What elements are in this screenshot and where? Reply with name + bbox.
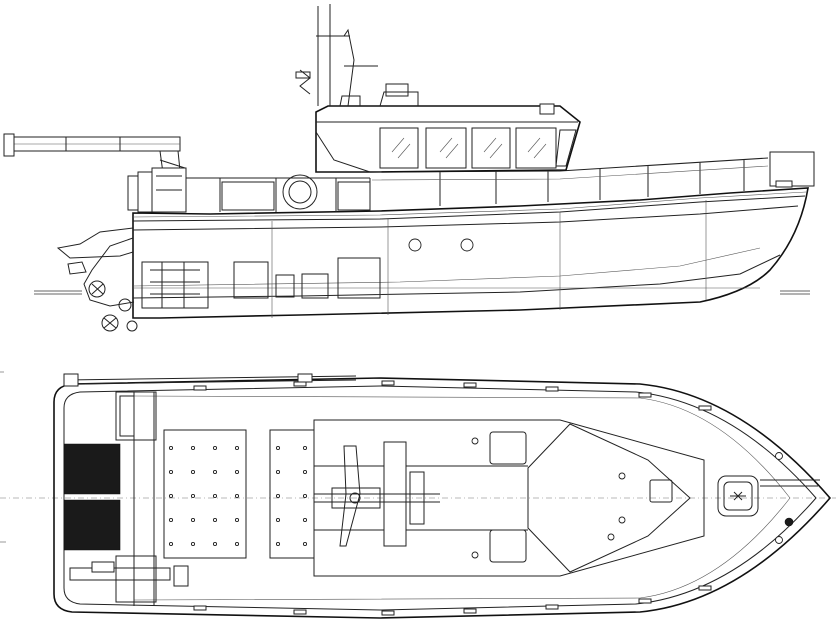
deck-cleat: [464, 609, 476, 613]
hatch-bolt: [235, 518, 238, 521]
hatch-bolt: [276, 518, 279, 521]
hull-hatch: [338, 258, 380, 298]
hatch-bolt: [276, 542, 279, 545]
hatch-bolt: [169, 470, 172, 473]
hatch-bolt: [276, 446, 279, 449]
deck-cleat: [699, 406, 711, 410]
roof-hatch: [650, 480, 672, 502]
deck-cleat: [546, 387, 558, 391]
foredeck-hatch: [718, 476, 758, 516]
hatch-bolt: [213, 446, 216, 449]
deck-cleat: [382, 381, 394, 385]
hull-hatch: [276, 275, 294, 297]
porthole: [461, 239, 473, 251]
hatch-bolt: [213, 542, 216, 545]
hull-side: [133, 188, 808, 318]
deck-cleat: [639, 599, 651, 603]
wheelhouse-window: [426, 128, 466, 168]
deck-railing: [186, 152, 814, 212]
wheelhouse-window: [380, 128, 418, 168]
waterline-marks: [34, 291, 810, 294]
bow-fittings: [760, 453, 820, 544]
hatch-bolt: [191, 446, 194, 449]
deck-cleat: [639, 393, 651, 397]
hatch-bolt: [169, 542, 172, 545]
hatch-bolt: [191, 518, 194, 521]
hatch-bolt: [191, 494, 194, 497]
hull-hatch: [302, 274, 328, 298]
stern-drive-unit: [58, 228, 208, 331]
crane-jib-plan: [64, 374, 356, 386]
hatch-bolt: [303, 518, 306, 521]
wheelhouse-window: [516, 128, 556, 168]
wheelhouse-roof-plan: [314, 420, 704, 576]
stern-grating: [64, 444, 120, 550]
mast: [296, 4, 378, 106]
deck-hatch-aft: [164, 430, 314, 558]
mast-plan: [314, 442, 440, 546]
deck-cleat: [546, 605, 558, 609]
roof-hatch: [490, 432, 526, 464]
deck-cleat: [194, 606, 206, 610]
hatch-bolt: [235, 494, 238, 497]
hatch-bolt: [169, 446, 172, 449]
hatch-bolt: [303, 494, 306, 497]
deck-cleat: [194, 386, 206, 390]
deck-cleat: [294, 610, 306, 614]
porthole: [409, 239, 421, 251]
hatch-bolt: [213, 518, 216, 521]
hatch-bolt: [191, 542, 194, 545]
life-ring: [283, 175, 317, 209]
deck-cleat: [464, 383, 476, 387]
deck-cleats: [194, 381, 711, 615]
hatch-bolt: [303, 542, 306, 545]
hatch-bolt: [169, 518, 172, 521]
hatch-bolt: [169, 494, 172, 497]
roof-hatch: [490, 530, 526, 562]
hatch-bolt: [213, 470, 216, 473]
deck-cleat: [699, 586, 711, 590]
hatch-bolt: [235, 470, 238, 473]
hatch-bolt: [213, 494, 216, 497]
deck-crane: [4, 134, 186, 212]
hull-hatch: [234, 262, 268, 298]
hatch-bolt: [276, 494, 279, 497]
hatch-bolt-pattern: [169, 446, 306, 545]
hatch-bolt: [235, 446, 238, 449]
hatch-bolt: [303, 446, 306, 449]
hatch-bolt: [191, 470, 194, 473]
deck-cleat: [382, 611, 394, 615]
wheelhouse-window: [472, 128, 510, 168]
side-elevation-view: [4, 4, 814, 331]
deck-plan-view: [0, 374, 836, 618]
hatch-bolt: [235, 542, 238, 545]
wheelhouse: [316, 84, 580, 172]
hatch-bolt: [303, 470, 306, 473]
transom-structure: [70, 392, 188, 606]
hatch-bolt: [276, 470, 279, 473]
deck-cleat: [294, 382, 306, 386]
